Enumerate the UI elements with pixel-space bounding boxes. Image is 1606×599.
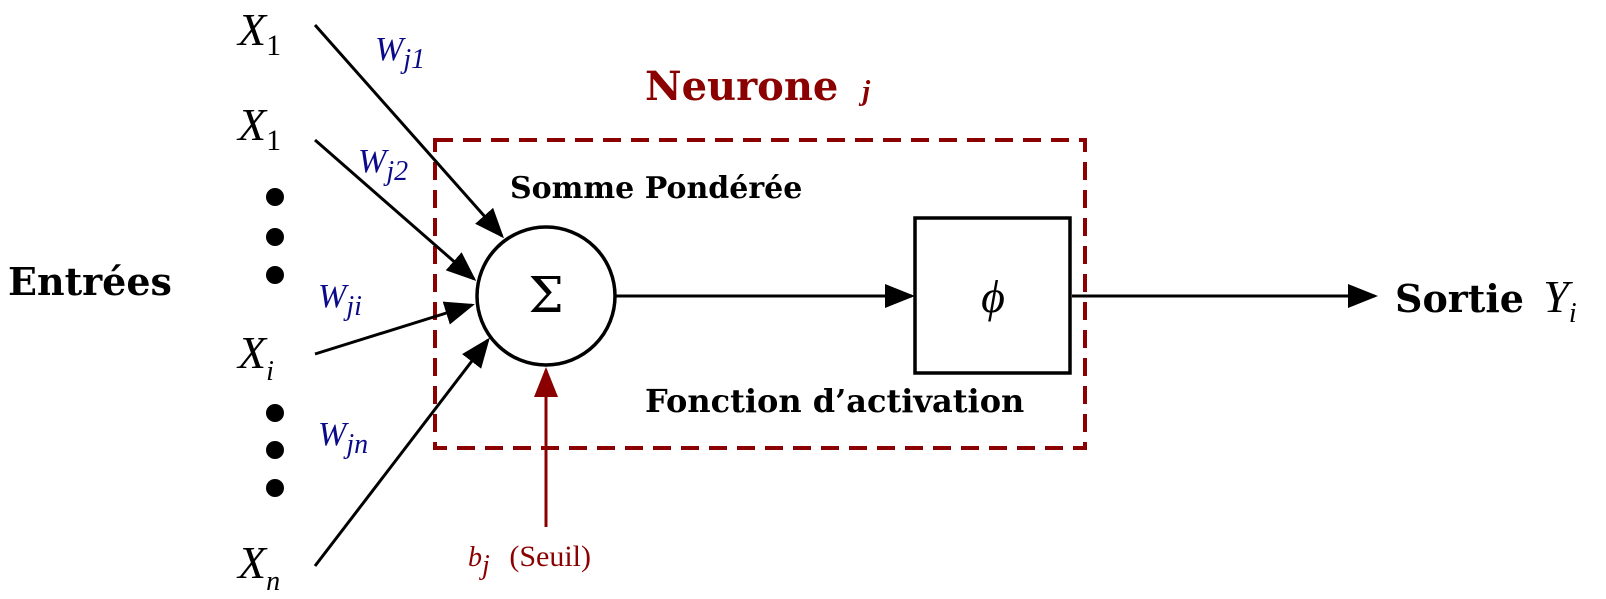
input-arrow-n xyxy=(313,337,490,567)
input-label-1: X1 xyxy=(236,4,281,62)
input-label-n: Xn xyxy=(236,537,280,597)
weight-label-ji: Wji xyxy=(318,278,362,322)
activation-symbol: ϕ xyxy=(981,271,1005,322)
ellipsis-dots-upper xyxy=(266,188,284,284)
input-arrow-1 xyxy=(313,24,504,239)
neuron-boundary xyxy=(433,138,1087,450)
activation-box xyxy=(913,216,1072,375)
input-label-i: Xi xyxy=(236,327,274,387)
neuron-title: Neurone j xyxy=(645,63,870,110)
sum-symbol: Σ xyxy=(528,266,563,324)
weight-label-jn: Wjn xyxy=(318,416,368,460)
weight-label-j2: Wj2 xyxy=(358,143,408,187)
neuron-title-word: Neurone xyxy=(645,63,838,110)
input-arrow-2 xyxy=(314,138,477,281)
weight-label-j1: Wj1 xyxy=(375,31,425,75)
input-label-2: X1 xyxy=(236,99,281,157)
activation-label: Fonction d’activation xyxy=(645,382,1024,420)
output-label: Sortie Yi xyxy=(1395,271,1577,329)
bias-label: bj (Seuil) xyxy=(468,540,591,582)
neuron-title-var: j xyxy=(858,76,870,107)
input-arrow-i xyxy=(314,301,475,356)
inputs-label: Entrées xyxy=(8,259,172,304)
sum-label: Somme Pondérée xyxy=(510,171,802,206)
ellipsis-dots-lower xyxy=(266,404,284,497)
